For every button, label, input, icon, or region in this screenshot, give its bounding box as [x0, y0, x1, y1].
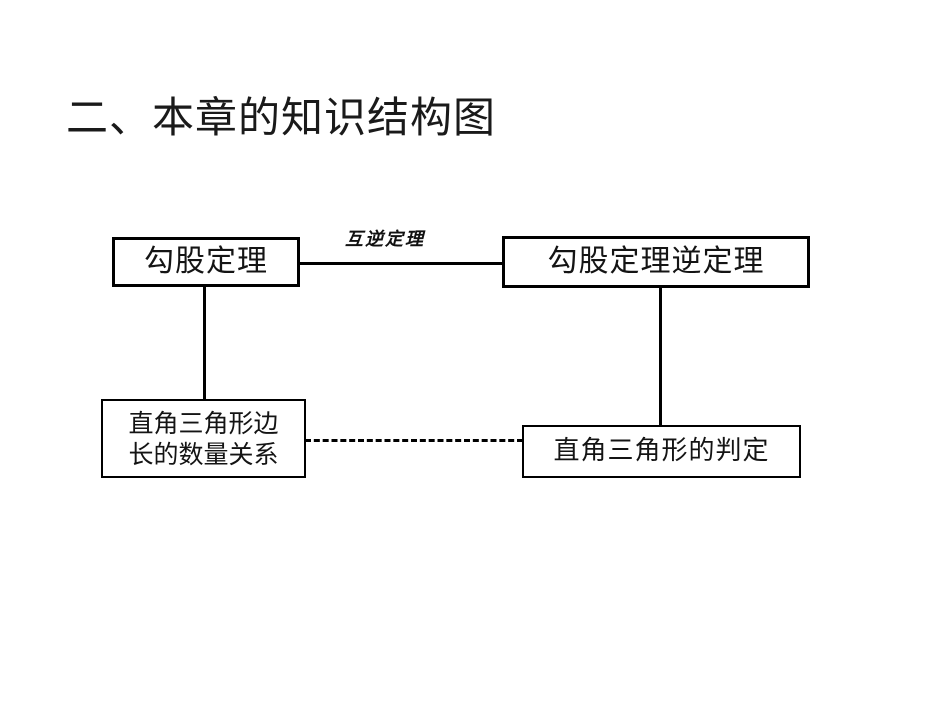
node-right-triangle-determination-label: 直角三角形的判定 — [553, 436, 770, 466]
connector-side-relation-to-determination-dashed — [305, 439, 523, 442]
node-converse-pythagorean-theorem-label: 勾股定理逆定理 — [547, 244, 765, 279]
node-right-triangle-determination[interactable]: 直角三角形的判定 — [522, 425, 801, 478]
connector-pythagorean-to-side-relation — [203, 286, 206, 400]
connector-converse-to-determination — [659, 286, 662, 426]
connector-pythagorean-to-converse — [299, 262, 504, 265]
node-right-triangle-side-length-relation-label: 直角三角形边 长的数量关系 — [128, 408, 279, 469]
node-pythagorean-theorem-label: 勾股定理 — [144, 244, 268, 279]
node-right-triangle-side-length-relation[interactable]: 直角三角形边 长的数量关系 — [101, 399, 306, 478]
edge-label-mutually-inverse-theorem: 互逆定理 — [345, 229, 425, 250]
node-pythagorean-theorem[interactable]: 勾股定理 — [112, 237, 300, 287]
node-converse-pythagorean-theorem[interactable]: 勾股定理逆定理 — [502, 236, 810, 288]
page-title: 二、本章的知识结构图 — [66, 93, 497, 142]
